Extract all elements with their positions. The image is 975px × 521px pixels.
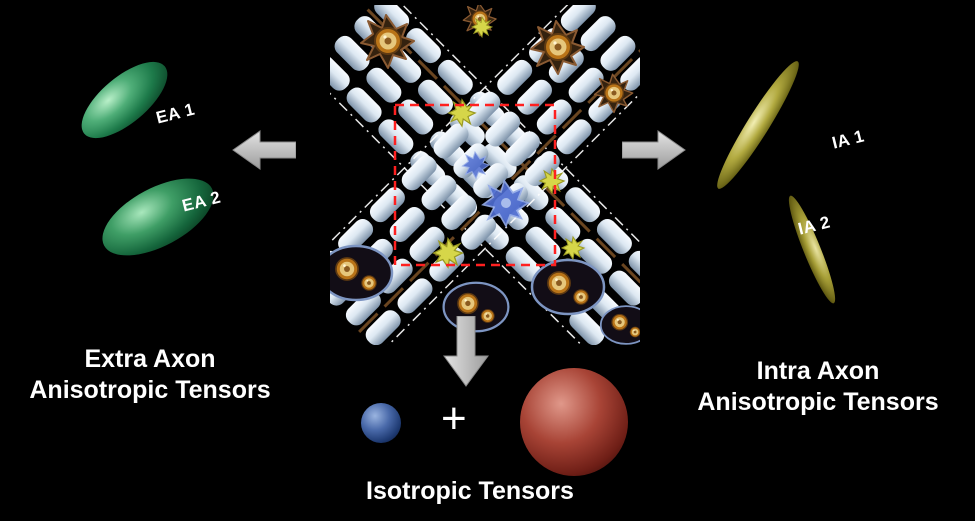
- small-isotropic-sphere: [361, 403, 401, 443]
- roi-dashed-box: [393, 103, 557, 267]
- plus-sign: +: [441, 394, 467, 443]
- extra-axon-caption-line2: Anisotropic Tensors: [29, 376, 271, 404]
- intra-axon-caption-line2: Anisotropic Tensors: [697, 388, 939, 416]
- blue-neuron-icon: [462, 151, 529, 227]
- isotropic-caption: Isotropic Tensors: [366, 477, 574, 505]
- large-isotropic-sphere: [520, 368, 628, 476]
- ea1-label: EA 1: [154, 99, 197, 128]
- arrow-down-icon: [443, 316, 489, 387]
- arrow-right-icon: [622, 130, 686, 170]
- intra-axon-caption: Intra Axon Anisotropic Tensors: [663, 356, 973, 418]
- ea2-tensor-ellipsoid: [90, 162, 226, 272]
- extra-axon-caption: Extra Axon Anisotropic Tensors: [0, 344, 300, 406]
- ea1-tensor-ellipsoid: [69, 48, 180, 152]
- ia1-label: IA 1: [830, 126, 867, 153]
- ia2-tensor-ellipsoid: [782, 192, 842, 307]
- ia1-tensor-ellipsoid: [708, 55, 808, 195]
- glial-cell-icon: [330, 246, 392, 300]
- extra-axon-caption-line1: Extra Axon: [84, 345, 216, 373]
- arrow-left-icon: [232, 130, 296, 170]
- glial-cell-icon: [532, 260, 604, 314]
- axon-crossing-illustration: [330, 5, 640, 345]
- glial-cell-icon: [601, 306, 640, 344]
- intra-axon-caption-line1: Intra Axon: [756, 357, 880, 385]
